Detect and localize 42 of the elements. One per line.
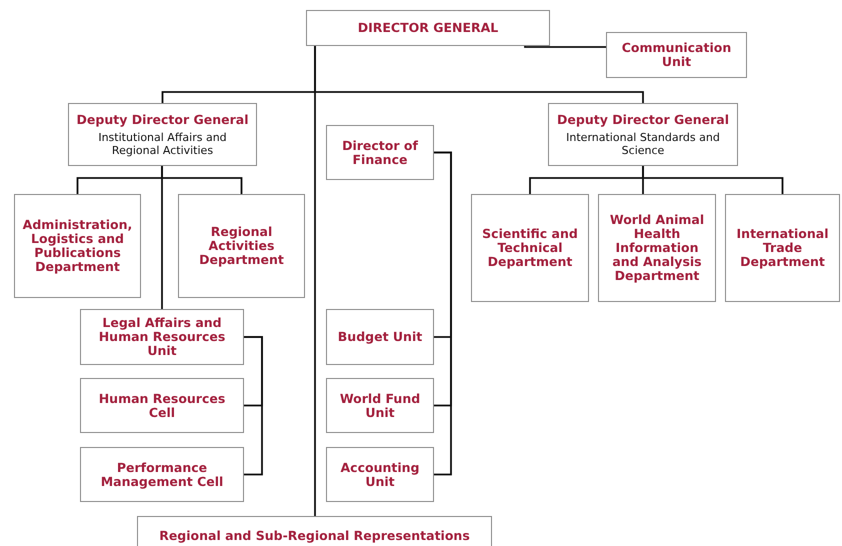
unit-title: Accounting Unit (340, 460, 420, 488)
connector-line (434, 152, 452, 476)
unit-subtitle: Institutional Affairs and Regional Activities (97, 130, 228, 156)
connector-line (314, 46, 316, 516)
unit-title: Regional and Sub-Regional Representations (159, 529, 470, 543)
unit-title: Budget Unit (338, 330, 422, 344)
connector-line (161, 166, 163, 309)
unit-title: Communication Unit (620, 41, 732, 69)
org-unit-box (80, 309, 244, 365)
unit-title: Deputy Director General (76, 112, 248, 126)
org-unit-box (326, 378, 434, 433)
unit-title: Scientific and Technical Department (481, 227, 579, 269)
org-unit-box (326, 125, 434, 180)
unit-title: Administration, Logistics and Publications Department (22, 218, 134, 274)
org-unit-box (178, 194, 305, 298)
unit-title: Performance Management Cell (100, 460, 224, 488)
org-unit-box (14, 194, 141, 298)
org-unit-box (137, 516, 492, 546)
org-unit-box (548, 103, 738, 166)
connector-line (244, 336, 263, 476)
unit-title: Director of Finance (341, 138, 419, 166)
org-unit-box (80, 447, 244, 502)
org-unit-box (306, 10, 550, 46)
connector-line (524, 46, 606, 48)
unit-subtitle: International Standards and Science (565, 130, 721, 156)
unit-title: Regional Activities Department (198, 225, 285, 267)
unit-title: International Trade Department (736, 227, 830, 269)
unit-title: Legal Affairs and Human Resources Unit (98, 316, 226, 358)
unit-title: World Animal Health Information and Analysis Department (608, 213, 706, 283)
unit-title: Deputy Director General (557, 112, 729, 126)
org-unit-box (80, 378, 244, 433)
unit-title: Human Resources Cell (98, 392, 226, 420)
org-unit-box (68, 103, 257, 166)
connector-line (642, 166, 784, 194)
unit-title: DIRECTOR GENERAL (358, 21, 498, 35)
org-unit-box (326, 447, 434, 502)
org-unit-box (606, 32, 747, 78)
org-unit-box (598, 194, 716, 302)
unit-title: World Fund Unit (338, 392, 422, 420)
org-unit-box (725, 194, 840, 302)
org-unit-box (326, 309, 434, 365)
org-unit-box (471, 194, 589, 302)
